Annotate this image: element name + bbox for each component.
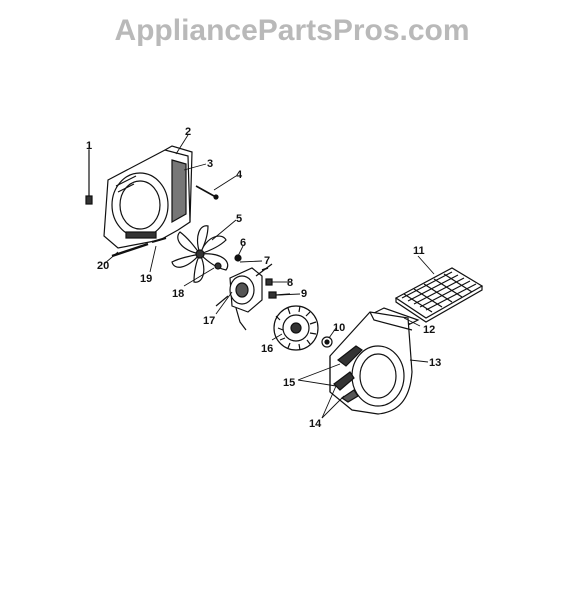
callout-16: 16 xyxy=(261,343,273,355)
motor-17 xyxy=(214,254,273,331)
callout-18: 18 xyxy=(172,288,184,300)
callout-19: 19 xyxy=(140,273,152,285)
fan-shroud-bracket xyxy=(103,145,193,258)
callout-3: 3 xyxy=(207,158,213,170)
callout-9: 9 xyxy=(301,288,307,300)
fan-blade-5 xyxy=(171,225,229,283)
callout-20: 20 xyxy=(97,260,109,272)
callout-15: 15 xyxy=(283,377,295,389)
nut-8 xyxy=(265,278,273,286)
callout-7: 7 xyxy=(264,255,270,267)
callout-1: 1 xyxy=(86,140,92,152)
callout-6: 6 xyxy=(240,237,246,249)
clip-4 xyxy=(195,185,219,200)
grille-11 xyxy=(394,267,484,323)
callout-11: 11 xyxy=(413,245,425,257)
watermark-text: AppliancePartsPros.com xyxy=(114,14,470,47)
leader-lines xyxy=(88,134,435,419)
callout-2: 2 xyxy=(185,126,191,138)
blower-wheel-16 xyxy=(273,305,319,351)
screw-1 xyxy=(85,150,93,205)
nut-10 xyxy=(321,336,333,348)
callout-17: 17 xyxy=(203,315,215,327)
callout-12: 12 xyxy=(423,324,435,336)
callout-5: 5 xyxy=(236,213,242,225)
callout-14: 14 xyxy=(309,418,322,430)
callout-4: 4 xyxy=(236,169,243,181)
callout-8: 8 xyxy=(287,277,293,289)
callout-labels: 1 2 3 4 5 6 7 8 9 10 11 12 13 14 15 16 1… xyxy=(86,126,441,430)
callout-10: 10 xyxy=(333,322,345,334)
blower-housing-13 xyxy=(329,311,413,415)
callout-13: 13 xyxy=(429,357,441,369)
